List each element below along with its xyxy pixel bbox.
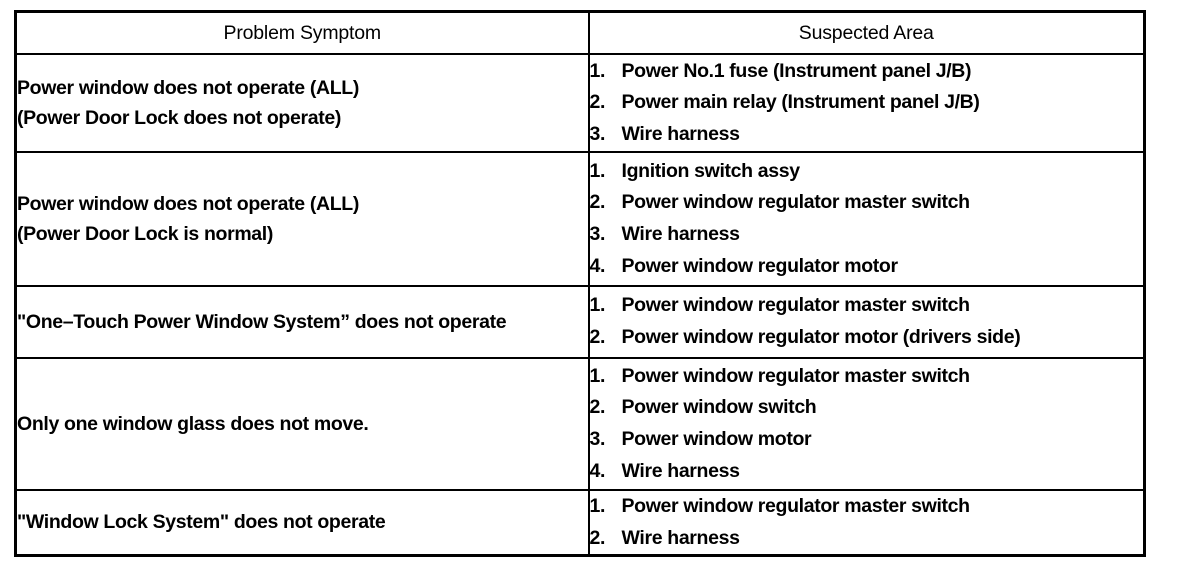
list-item-number: 2.: [589, 191, 606, 214]
suspected-area-list: 1. Power window regulator master switch 2.…: [590, 491, 1144, 554]
troubleshooting-table: Problem Symptom Suspected Area Power win…: [14, 10, 1146, 558]
list-item-text: Power main relay (Instrument panel J/B): [621, 91, 980, 114]
list-item-number: 1.: [589, 294, 606, 317]
suspected-area-item: 2. Power main relay (Instrument panel J/B…: [590, 87, 1144, 119]
problem-symptom-cell: Power window does not operate (ALL) (Powe…: [14, 151, 590, 287]
list-item-number: 2.: [589, 396, 606, 419]
table-row: Power window does not operate (ALL) (Powe…: [14, 53, 1146, 153]
suspected-area-item: 1. Power window regulator master switch: [590, 361, 1144, 393]
suspected-area-cell: 1. Ignition switch assy 2. Power window reg…: [587, 151, 1146, 287]
list-item-text: Wire harness: [621, 459, 740, 482]
table-body: Power window does not operate (ALL) (Powe…: [14, 53, 1146, 557]
list-item-text: Power window motor: [621, 428, 812, 450]
column-header-suspected-area: Suspected Area: [587, 10, 1146, 55]
suspected-area-list: 1. Power window regulator master switch 2.…: [590, 361, 1144, 487]
list-item-number: 1.: [589, 364, 606, 387]
list-item-number: 2.: [589, 526, 606, 549]
table-row: Only one window glass does not move. 1. Po…: [14, 357, 1146, 491]
suspected-area-item: 2. Power window switch: [590, 392, 1144, 424]
suspected-area-cell: 1. Power window regulator master switch 2.…: [587, 489, 1146, 557]
symptom-line: (Power Door Lock does not operate): [17, 107, 341, 129]
problem-symptom-cell: "Window Lock System" does not operate: [14, 489, 590, 557]
symptom-line: "Window Lock System" does not operate: [17, 511, 386, 534]
list-item-text: Power No.1 fuse (Instrument panel J/B): [621, 59, 972, 82]
list-item-text: Wire harness: [621, 122, 740, 145]
list-item-text: Wire harness: [621, 526, 740, 549]
table-row: "Window Lock System" does not operate 1. P…: [14, 489, 1146, 557]
table-header: Problem Symptom Suspected Area: [14, 10, 1146, 55]
suspected-area-cell: 1. Power window regulator master switch 2.…: [587, 357, 1146, 491]
suspected-area-item: 2. Power window regulator motor (drivers …: [590, 322, 1144, 354]
symptom-line: Power window does not operate (ALL): [17, 76, 360, 99]
suspected-area-item: 1. Power window regulator master switch: [590, 491, 1144, 523]
list-item-text: Power window regulator master switch: [621, 294, 971, 317]
suspected-area-item: 3. Wire harness: [590, 219, 1144, 251]
suspected-area-item: 3. Power window motor: [590, 424, 1144, 456]
list-item-number: 1.: [589, 59, 606, 82]
suspected-area-list: 1. Ignition switch assy 2. Power window reg…: [590, 156, 1144, 282]
suspected-area-cell: 1. Power No.1 fuse (Instrument panel J/B)…: [587, 53, 1146, 153]
list-item-text: Power window regulator motor: [621, 254, 899, 277]
suspected-area-item: 2. Wire harness: [590, 523, 1144, 555]
table-row: "One–Touch Power Window System” does not…: [14, 285, 1146, 359]
list-item-number: 3.: [589, 223, 606, 245]
list-item-number: 1.: [589, 159, 606, 182]
symptom-line: Power window does not operate (ALL): [17, 192, 360, 215]
list-item-number: 1.: [589, 495, 606, 517]
suspected-area-item: 3. Wire harness: [590, 119, 1144, 151]
table-row: Power window does not operate (ALL) (Powe…: [14, 151, 1146, 287]
suspected-area-item: 2. Power window regulator master switch: [590, 187, 1144, 219]
suspected-area-list: 1. Power window regulator master switch 2.…: [590, 290, 1144, 353]
symptom-line: (Power Door Lock is normal): [17, 223, 274, 245]
problem-symptom-cell: "One–Touch Power Window System” does not…: [14, 285, 590, 359]
list-item-text: Power window regulator motor (drivers si…: [621, 326, 1021, 348]
suspected-area-item: 4. Power window regulator motor: [590, 251, 1144, 283]
list-item-text: Power window regulator master switch: [621, 495, 971, 517]
column-header-problem-symptom: Problem Symptom: [14, 10, 590, 55]
suspected-area-item: 1. Ignition switch assy: [590, 156, 1144, 188]
suspected-area-item: 1. Power No.1 fuse (Instrument panel J/B): [590, 56, 1144, 88]
suspected-area-cell: 1. Power window regulator master switch 2.…: [587, 285, 1146, 359]
problem-symptom-cell: Only one window glass does not move.: [14, 357, 590, 491]
list-item-text: Power window switch: [621, 396, 817, 419]
list-item-number: 4.: [589, 254, 606, 277]
suspected-area-item: 1. Power window regulator master switch: [590, 290, 1144, 322]
list-item-number: 2.: [589, 326, 606, 348]
symptom-line: "One–Touch Power Window System” does not…: [17, 310, 507, 333]
problem-symptom-cell: Power window does not operate (ALL) (Powe…: [14, 53, 590, 153]
suspected-area-list: 1. Power No.1 fuse (Instrument panel J/B)…: [590, 56, 1144, 151]
list-item-number: 3.: [589, 122, 606, 145]
list-item-text: Power window regulator master switch: [621, 364, 971, 387]
list-item-number: 2.: [589, 91, 606, 114]
list-item-text: Wire harness: [621, 223, 740, 245]
list-item-number: 4.: [589, 459, 606, 482]
list-item-number: 3.: [589, 428, 606, 450]
header-row: Problem Symptom Suspected Area: [14, 10, 1146, 55]
suspected-area-item: 4. Wire harness: [590, 456, 1144, 488]
list-item-text: Power window regulator master switch: [621, 191, 971, 214]
list-item-text: Ignition switch assy: [621, 159, 801, 182]
symptom-line: Only one window glass does not move.: [17, 412, 369, 435]
